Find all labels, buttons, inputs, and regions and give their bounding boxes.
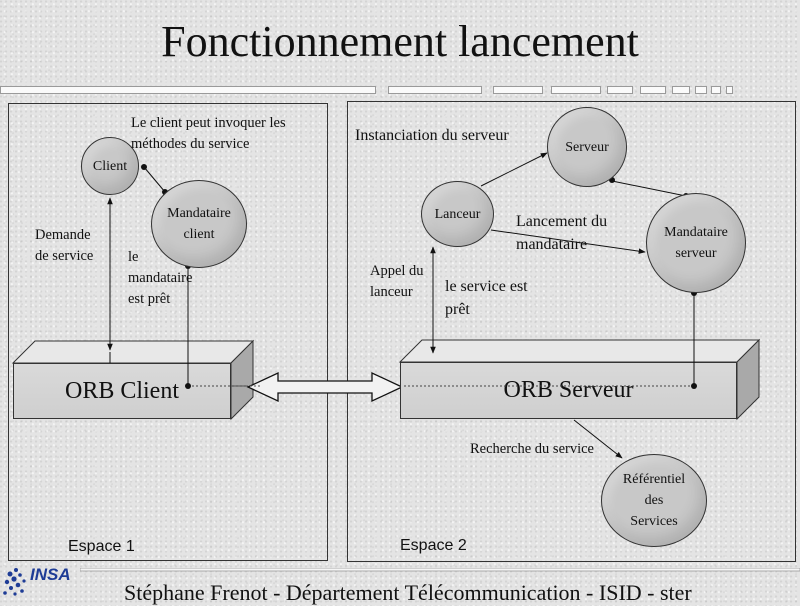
- orb-client-box: ORB Client: [13, 363, 231, 419]
- serveur-node-label: Serveur: [565, 139, 609, 155]
- space-2-label: Espace 2: [400, 537, 467, 554]
- client-node: Client: [81, 137, 139, 195]
- lanceur-node-label: Lanceur: [434, 206, 481, 222]
- lanceur-node: Lanceur: [421, 181, 494, 247]
- footer-text: Stéphane Frenot - Département Télécommun…: [124, 580, 692, 605]
- mandataire-client-node: Mandataire client: [151, 180, 247, 268]
- insa-logo-icon: [3, 568, 26, 596]
- orb-serveur-side-face: [736, 338, 760, 421]
- serveur-node: Serveur: [547, 107, 627, 187]
- orb-client-side-face: [230, 339, 254, 421]
- referentiel-line1: Référentiel: [622, 472, 686, 487]
- space-1-frame: [8, 103, 328, 561]
- mandataire-serveur-node: Mandataire serveur: [646, 193, 746, 293]
- orb-serveur-box: ORB Serveur: [400, 362, 737, 419]
- recherche-service-label: Recherche du service: [470, 441, 594, 457]
- referentiel-line2: des: [644, 493, 664, 508]
- space-1-label: Espace 1: [68, 538, 135, 555]
- footer-divider: [80, 568, 800, 572]
- mandataire-client-line2: client: [183, 227, 215, 242]
- instanciation-label: Instanciation du serveur: [355, 127, 509, 144]
- mandataire-serveur-line1: Mandataire: [664, 225, 728, 240]
- insa-logo-text: INSA: [30, 565, 71, 584]
- mandataire-client-line1: Mandataire: [167, 206, 231, 221]
- slide-title: Fonctionnement lancement: [161, 17, 639, 66]
- referentiel-line3: Services: [630, 514, 678, 529]
- title-divider: [0, 86, 800, 94]
- client-node-label: Client: [92, 158, 128, 174]
- space-2-frame: [347, 101, 796, 562]
- mandataire-serveur-line2: serveur: [675, 246, 717, 261]
